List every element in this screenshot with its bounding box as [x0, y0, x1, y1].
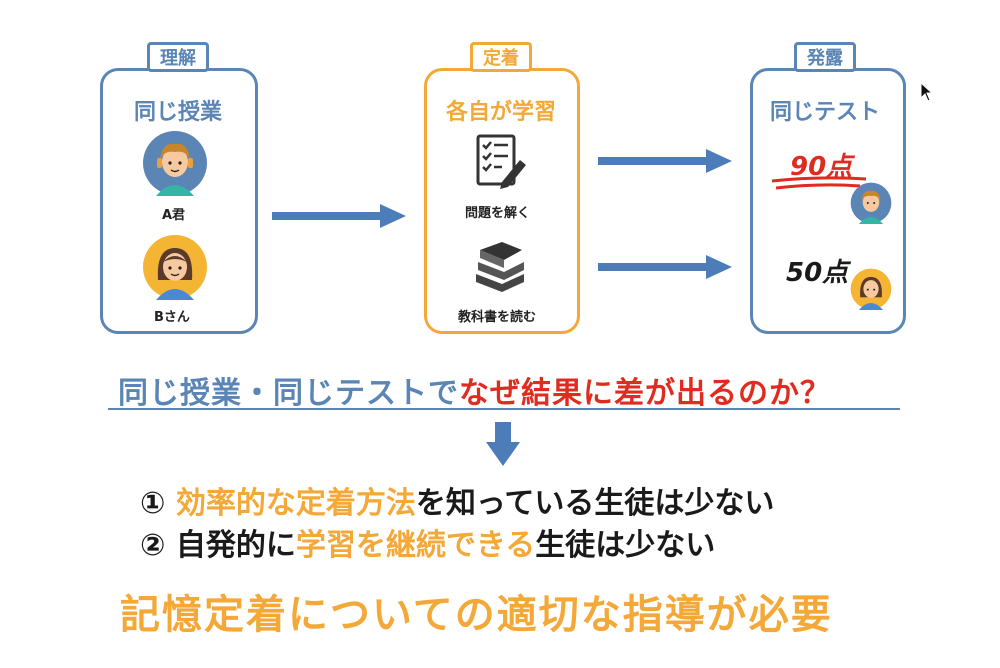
point-2-prefix: 自発的に	[175, 528, 296, 563]
underline-marks	[771, 176, 867, 190]
divider	[108, 408, 900, 410]
arrow-right-icon	[598, 149, 732, 173]
self-study-heading: 各自が学習	[446, 100, 557, 125]
point-2: ② 自発的に学習を継続できる生徒は少ない	[140, 520, 715, 564]
question-text: 同じ授業・同じテストでなぜ結果に差が出るのか？	[118, 368, 831, 412]
mouse-cursor-icon	[920, 82, 934, 102]
checklist-icon	[472, 132, 528, 194]
output-tab: 発露	[794, 42, 856, 72]
point-1-number: ①	[140, 486, 166, 521]
retention-tab: 定着	[470, 42, 532, 72]
arrow-down-icon	[486, 422, 520, 466]
student-b-small-avatar	[850, 268, 892, 310]
question-part2: なぜ結果に差が出るのか？	[459, 376, 831, 411]
student-a-avatar	[142, 130, 208, 196]
point-2-number: ②	[140, 528, 166, 563]
point-2-rest: 生徒は少ない	[535, 528, 716, 563]
books-icon	[472, 240, 528, 296]
question-part1: 同じ授業・同じテストで	[118, 376, 459, 411]
point-2-highlight: 学習を継続できる	[295, 528, 536, 563]
point-1: ① 効率的な定着方法を知っている生徒は少ない	[140, 478, 774, 522]
same-test-heading: 同じテスト	[770, 100, 881, 125]
student-b-label: Bさん	[154, 310, 190, 325]
score-b: 50点	[786, 258, 849, 288]
solve-problems-label: 問題を解く	[465, 206, 531, 221]
student-a-label: A君	[162, 208, 186, 223]
student-a-small-avatar	[850, 182, 892, 224]
read-textbook-label: 教科書を読む	[458, 310, 537, 325]
arrow-right-icon	[272, 204, 406, 228]
conclusion-text: 記憶定着についての適切な指導が必要	[120, 592, 833, 638]
point-1-rest: を知っている生徒は少ない	[415, 486, 775, 521]
point-1-highlight: 効率的な定着方法	[175, 486, 416, 521]
understanding-tab: 理解	[147, 42, 209, 72]
arrow-right-icon	[598, 255, 732, 279]
same-class-heading: 同じ授業	[134, 100, 223, 125]
student-b-avatar	[142, 234, 208, 300]
